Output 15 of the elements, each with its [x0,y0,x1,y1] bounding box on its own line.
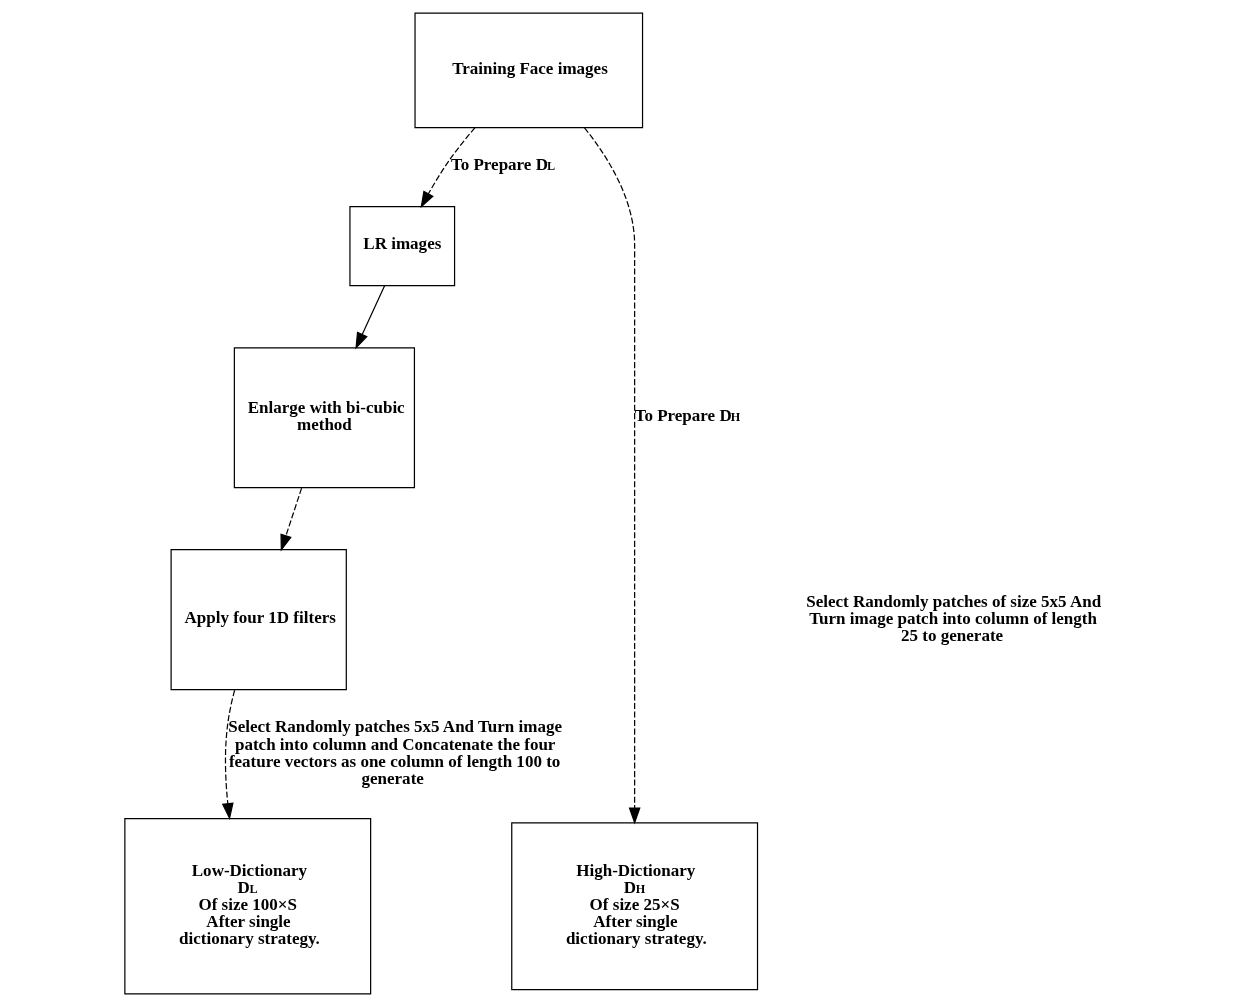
node-box: Training Face images [413,12,643,129]
node-box: Apply four 1D filters [170,549,347,691]
node-box: LR images [348,206,455,287]
arrow [354,285,385,350]
node-box: Low-Dictionary DL Of size 100×S After single dictionary strategy. [123,818,371,995]
arrow [279,487,302,552]
edge-label: To Prepare DL [450,155,555,175]
edge-label: Select Randomly patches 5x5 And Turn image patch into column and Concatenate the four feature vectors as one column of length 100 to generate [227,717,562,788]
label: Select Randomly patches of size 5x5 And Turn image patch into column of length 25 to generate [805,591,1101,645]
edge-label: To Prepare DH [634,406,740,426]
arrow [419,127,476,209]
node-box: Enlarge with bi-cubic method [233,347,415,489]
arrow [583,127,641,825]
arrow [221,689,235,821]
node-box: High-Dictionary DH Of size 25×S After single dictionary strategy. [510,822,758,991]
